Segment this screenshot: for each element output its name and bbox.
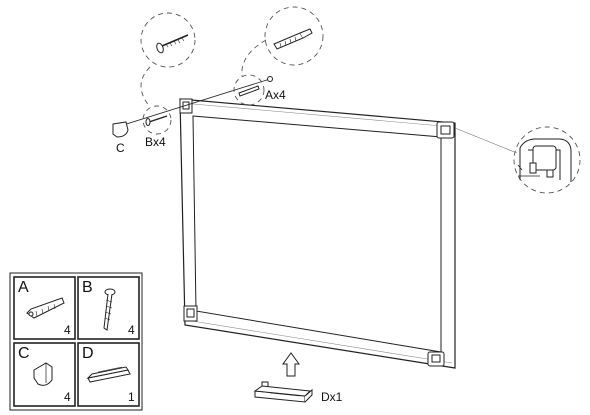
wall-plug-icon [26,297,65,319]
parts-cell-c [13,342,76,407]
parts-cell-b-letter: B [82,279,93,296]
screw-small-icon [145,115,168,126]
detail-circle-plug-small [233,74,265,106]
corner-cap-top-right [436,121,455,139]
parts-cell-d-letter: D [82,345,94,362]
marker-tray-icon [253,381,313,403]
callout-a-quantity: Ax4 [265,88,286,102]
parts-cell-a-letter: A [18,279,29,296]
detail-arc-left [140,66,151,108]
parts-cell-c-letter: C [18,345,30,362]
corner-cap-bottom-right [427,351,445,367]
callout-c-letter: C [116,141,125,155]
detail-circle-screw-small [142,105,172,135]
detail-circle-screw [140,12,196,68]
corner-cap-icon [33,362,53,386]
parts-cell-c-qty: 4 [64,390,71,404]
marker-tray-small-icon [86,366,131,383]
callout-d-quantity: Dx1 [321,390,343,404]
install-direction-arrow [282,352,300,377]
parts-table [9,272,143,411]
screw-icon [103,288,116,331]
corner-cap-top-left [179,98,193,114]
screw-detail-icon [156,34,189,54]
detail-circle-plug [264,6,324,66]
wall-hole-marker [267,76,273,82]
wall-plug-detail-icon [273,28,313,50]
parts-cell-d [77,342,140,407]
parts-cell-d-qty: 1 [128,390,135,404]
corner-cap-bottom-left [183,305,198,322]
assembly-axis-line [119,78,271,127]
corner-detail-leader-line [454,127,518,154]
parts-cell-a-qty: 4 [64,323,71,337]
detail-arc-right [241,39,267,77]
corner-detail-icon [517,138,572,182]
parts-cell-a [13,276,76,340]
parts-cell-b-qty: 4 [128,323,135,337]
wall-plug-small-icon [238,85,260,97]
callout-b-quantity: Bx4 [145,135,166,149]
detail-circle-corner [513,126,581,194]
whiteboard-frame [179,98,456,369]
parts-cell-b [77,276,140,340]
corner-cap-exploded-icon [112,121,129,138]
